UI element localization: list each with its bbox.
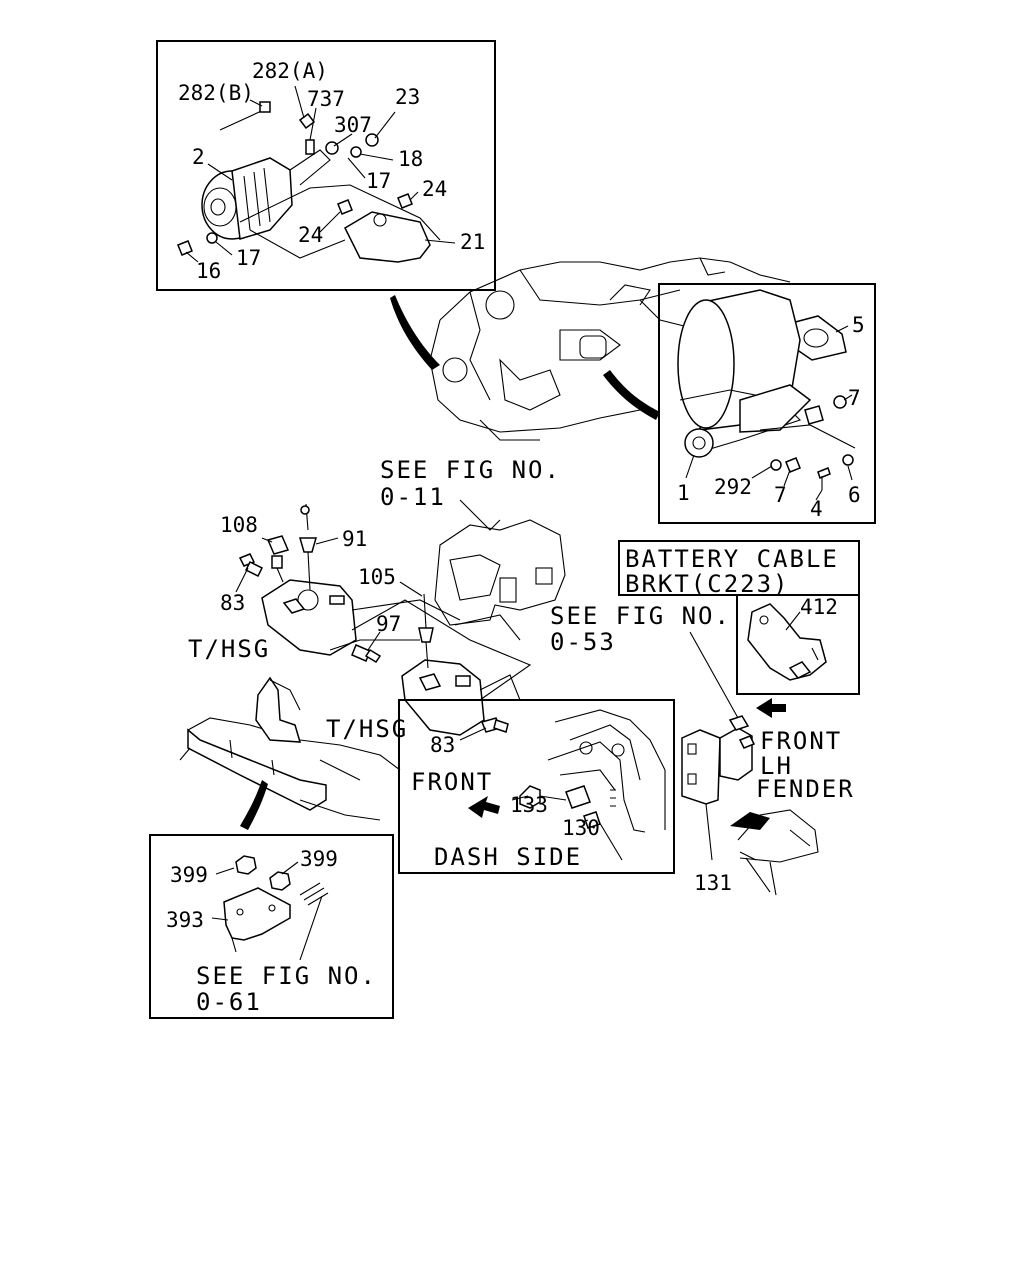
callout-105: 105 — [358, 565, 396, 589]
front-arrow-right — [756, 698, 786, 718]
lh-fender-illustration — [730, 809, 819, 896]
sensor-108-illustration — [266, 535, 290, 583]
sensor-97-illustration — [351, 644, 382, 664]
bracket-393-illustration — [223, 855, 329, 961]
bracket-inset-box — [149, 834, 394, 1019]
callout-5: 5 — [852, 313, 865, 337]
callout-4: 4 — [810, 497, 823, 521]
callout-83-upper: 83 — [220, 591, 245, 615]
battery-cable-label-line1: BATTERY CABLE — [625, 545, 839, 573]
transmission-housing-a-illustration — [261, 579, 461, 656]
callout-2: 2 — [192, 145, 205, 169]
see-fig-0-53-line2: 0-53 — [550, 628, 616, 656]
callout-24-right: 24 — [422, 177, 447, 201]
callout-282b: 282(B) — [178, 81, 254, 105]
engine-block-rear-illustration — [434, 519, 566, 641]
pointer-arrow-frame — [240, 780, 268, 830]
label-front-dash: FRONT — [411, 768, 493, 796]
callout-18: 18 — [398, 147, 423, 171]
callout-393: 393 — [166, 908, 204, 932]
callout-21: 21 — [460, 230, 485, 254]
callout-282a: 282(A) — [252, 59, 328, 83]
battery-bracket-131-illustration — [681, 715, 756, 861]
label-thsg-b: T/HSG — [326, 715, 408, 743]
sensor-83-upper-illustration — [238, 553, 264, 578]
callout-83-lower: 83 — [430, 733, 455, 757]
sensor-83-lower-illustration — [480, 717, 509, 733]
label-dash-side: DASH SIDE — [434, 843, 582, 871]
bracket-leaders — [211, 861, 299, 921]
dash-side-illustration — [519, 709, 666, 861]
callout-6: 6 — [848, 483, 861, 507]
callout-412: 412 — [800, 595, 838, 619]
callout-17-lower: 17 — [236, 246, 261, 270]
thsg-leaders — [235, 537, 487, 741]
sensor-91-illustration — [299, 503, 317, 591]
callout-399-right: 399 — [300, 847, 338, 871]
see-fig-0-11-line1: SEE FIG NO. — [380, 456, 561, 484]
transmission-housing-b-illustration — [401, 593, 521, 736]
battery-cable-label-line2: BRKT(C223) — [625, 570, 790, 598]
callout-7-lower: 7 — [774, 483, 787, 507]
callout-131: 131 — [694, 871, 732, 895]
label-lh: LH — [760, 752, 793, 780]
front-arrow-dash — [468, 796, 500, 818]
callout-17-upper: 17 — [366, 169, 391, 193]
starter-illustration — [677, 289, 856, 490]
callout-292: 292 — [714, 475, 752, 499]
label-front-right: FRONT — [760, 727, 842, 755]
bracket-412-leader — [785, 611, 801, 631]
alternator-leaders — [185, 85, 456, 263]
callout-91: 91 — [342, 527, 367, 551]
battery-bracket-inset-box — [736, 594, 860, 695]
see-fig-0-61-line1: SEE FIG NO. — [196, 962, 377, 990]
see-fig-0-53-line1: SEE FIG NO. — [550, 602, 731, 630]
callout-130: 130 — [562, 816, 600, 840]
see-fig-0-11-leader — [459, 499, 501, 531]
see-fig-0-11-line2: 0-11 — [380, 483, 446, 511]
callout-23: 23 — [395, 85, 420, 109]
callout-399-left: 399 — [170, 863, 208, 887]
dash-leaders — [511, 795, 589, 823]
thsg-connection-lines — [351, 599, 532, 701]
callout-307: 307 — [334, 113, 372, 137]
callout-737: 737 — [307, 87, 345, 111]
callout-24-left: 24 — [298, 223, 323, 247]
callout-7-upper: 7 — [848, 386, 861, 410]
frame-crossmember-illustration — [179, 676, 401, 821]
pointer-arrow-alternator — [390, 295, 440, 370]
callout-97: 97 — [376, 612, 401, 636]
label-thsg-a: T/HSG — [188, 635, 270, 663]
alternator-illustration — [177, 101, 441, 263]
callout-108: 108 — [220, 513, 258, 537]
see-fig-0-61-line2: 0-61 — [196, 988, 262, 1016]
callout-1: 1 — [677, 481, 690, 505]
dash-side-inset-box — [398, 699, 675, 874]
callout-133: 133 — [510, 793, 548, 817]
pointer-arrow-starter — [603, 370, 660, 420]
see-fig-0-53-leader — [689, 631, 739, 719]
label-fender: FENDER — [756, 775, 855, 803]
starter-leaders — [685, 325, 853, 501]
callout-16: 16 — [196, 259, 221, 283]
bracket-412-illustration — [747, 603, 827, 681]
alternator-inset-box — [156, 40, 496, 291]
starter-inset-box — [658, 283, 876, 524]
